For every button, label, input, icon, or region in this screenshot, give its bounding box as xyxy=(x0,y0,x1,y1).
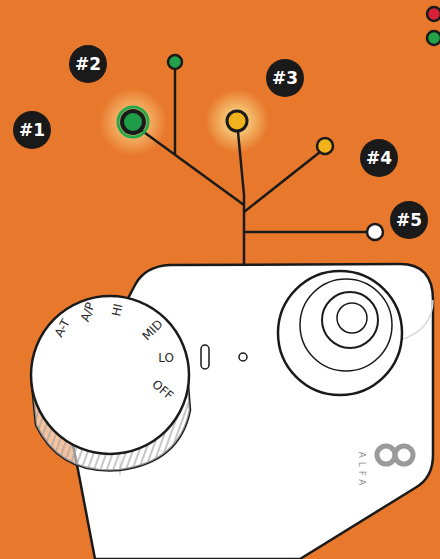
slot xyxy=(201,345,209,369)
mouthpiece-knob xyxy=(278,271,402,395)
green-led xyxy=(427,31,440,45)
dial-setting: A-T xyxy=(52,317,71,339)
dial-setting: A/P xyxy=(79,301,97,323)
dial-setting: OFF xyxy=(150,378,176,402)
callout-number: #2 xyxy=(75,56,101,73)
callout-discs xyxy=(13,45,428,239)
callout-number: #4 xyxy=(366,150,392,167)
brand-logo xyxy=(377,446,413,464)
red-led xyxy=(427,7,440,21)
dial-setting: HI xyxy=(110,303,124,318)
led-5 xyxy=(367,224,383,240)
led-3 xyxy=(227,111,247,131)
indicator-hole xyxy=(239,353,247,361)
dial-setting: MID xyxy=(141,318,166,343)
led-glow xyxy=(205,89,269,153)
led-1 xyxy=(122,111,144,133)
callout-number: #1 xyxy=(19,122,45,139)
led-1-ring xyxy=(118,107,148,137)
led-4 xyxy=(317,138,333,154)
mode-dial xyxy=(31,296,189,454)
callout-number: #5 xyxy=(396,212,422,229)
brand-name: ALFA xyxy=(358,451,367,489)
callout-number: #3 xyxy=(272,70,298,87)
led-2 xyxy=(168,55,182,69)
dial-setting: LO xyxy=(158,352,174,364)
led-glow xyxy=(99,88,167,156)
